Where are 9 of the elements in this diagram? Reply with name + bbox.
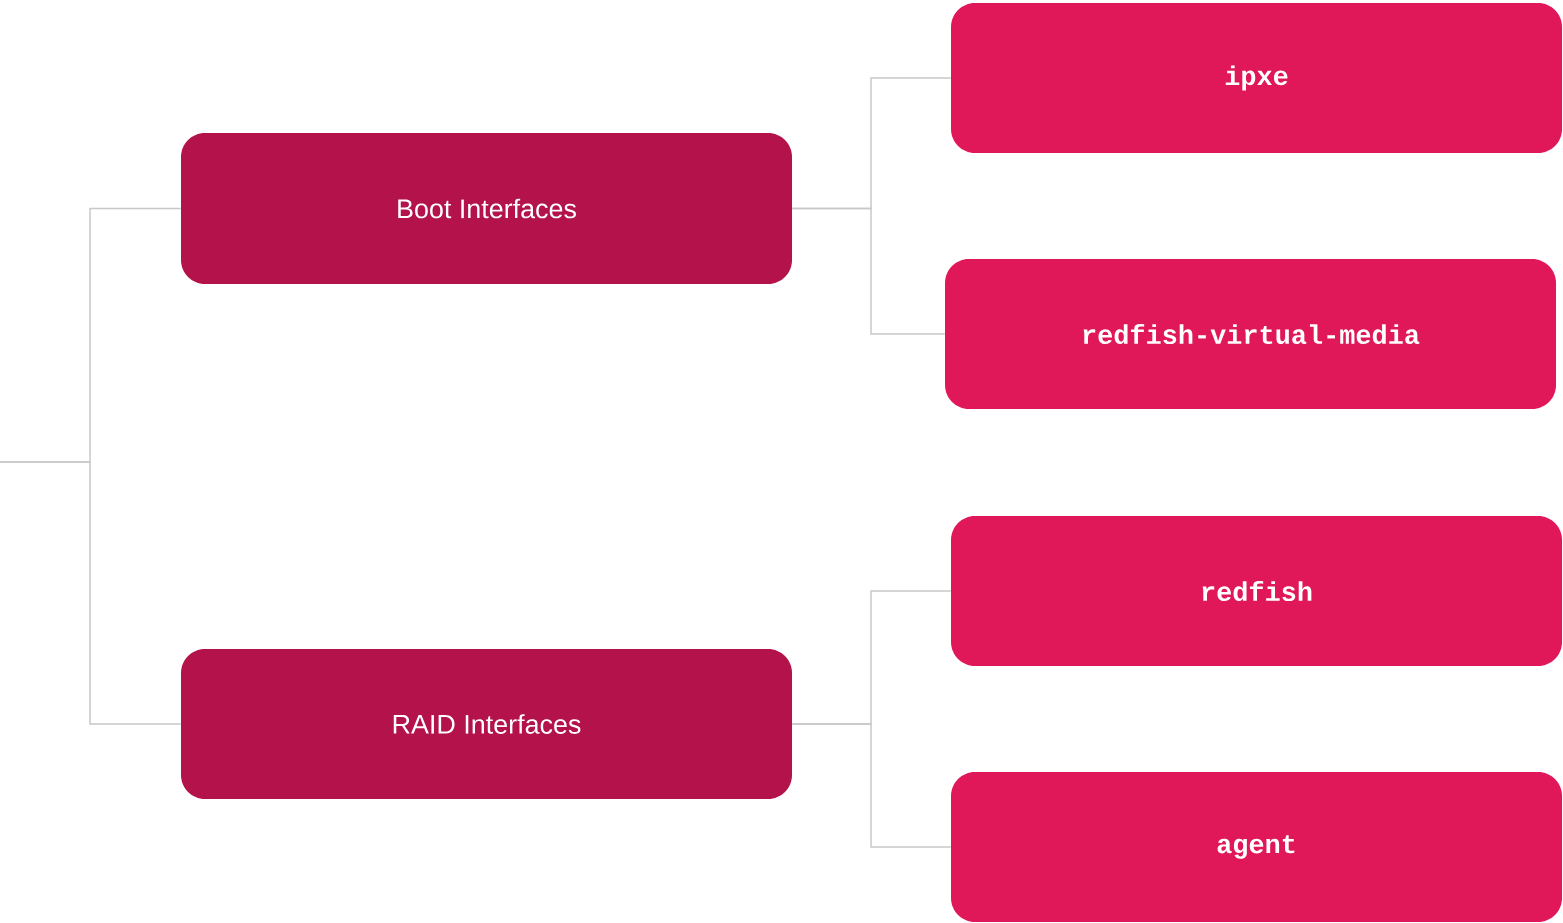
interface-box: redfish <box>951 516 1562 666</box>
interface-box: agent <box>951 772 1562 922</box>
interface-box: redfish-virtual-media <box>945 259 1556 409</box>
category-box: RAID Interfaces <box>181 649 792 799</box>
connector-line <box>0 461 182 725</box>
connector-line <box>791 723 952 848</box>
interface-box: ipxe <box>951 3 1562 153</box>
connector-line <box>791 207 946 335</box>
category-box: Boot Interfaces <box>181 133 792 284</box>
